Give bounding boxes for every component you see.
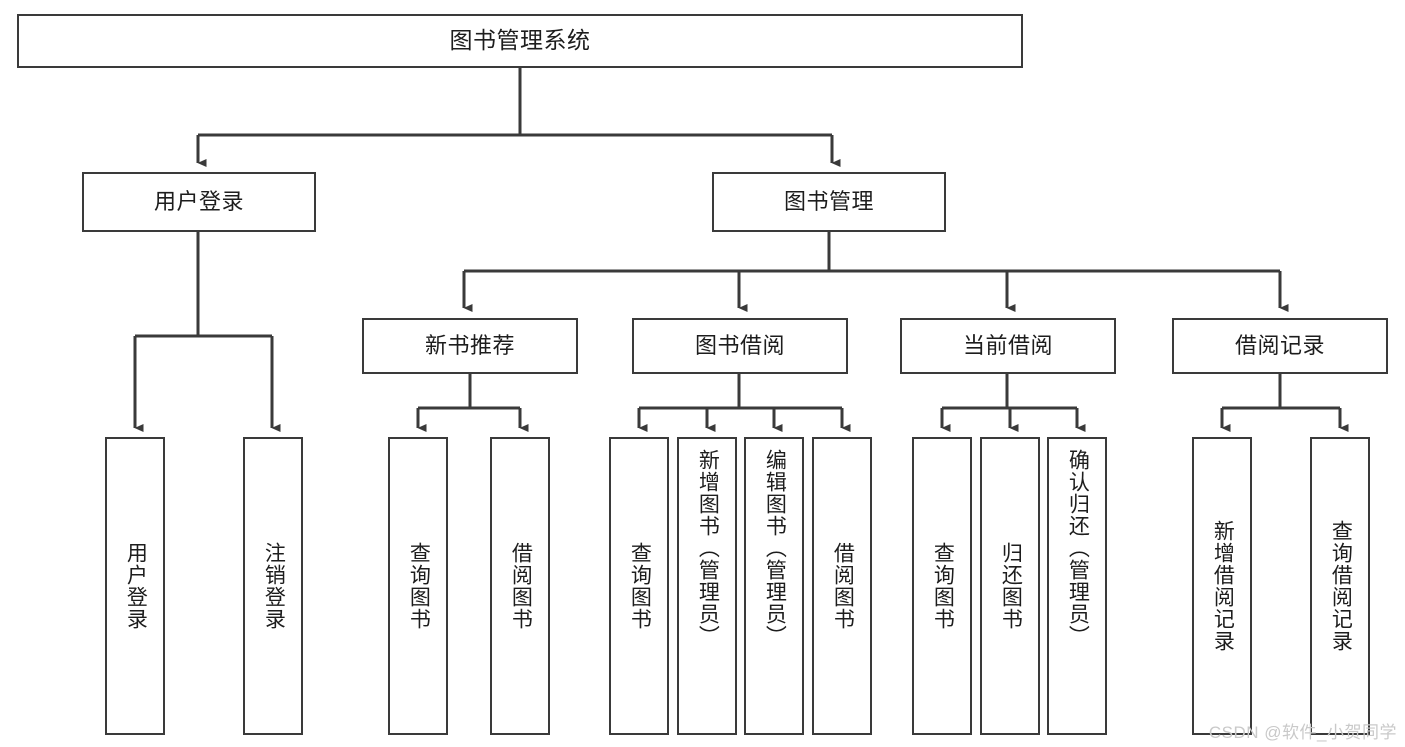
node-leaf-return-book-label: 归还图书 [999,542,1023,630]
node-book-borrow-label: 图书借阅 [694,332,785,358]
node-leaf-return-book[interactable]: 归还图书 [980,437,1040,735]
node-user-login[interactable]: 用户登录 [82,172,316,232]
node-root-label: 图书管理系统 [449,27,591,54]
node-leaf-query-book-2-label: 查询图书 [628,542,652,630]
node-leaf-edit-book-label: 编辑图书（管理员） [763,449,787,647]
node-leaf-query-book-1[interactable]: 查询图书 [388,437,448,735]
node-user-login-label: 用户登录 [153,188,244,214]
node-borrow-record[interactable]: 借阅记录 [1172,318,1388,374]
node-new-book-rec-label: 新书推荐 [424,332,515,358]
node-leaf-add-record-label: 新增借阅记录 [1211,520,1235,652]
node-new-book-rec[interactable]: 新书推荐 [362,318,578,374]
node-leaf-confirm-return[interactable]: 确认归还（管理员） [1047,437,1107,735]
node-leaf-borrow-book-2-label: 借阅图书 [831,542,855,630]
node-leaf-user-login-label: 用户登录 [124,542,148,630]
node-book-manage[interactable]: 图书管理 [712,172,946,232]
node-leaf-add-record[interactable]: 新增借阅记录 [1192,437,1252,735]
node-leaf-borrow-book-2[interactable]: 借阅图书 [812,437,872,735]
node-leaf-query-record-label: 查询借阅记录 [1329,520,1353,652]
node-book-borrow[interactable]: 图书借阅 [632,318,848,374]
node-leaf-query-book-3[interactable]: 查询图书 [912,437,972,735]
node-current-borrow[interactable]: 当前借阅 [900,318,1116,374]
node-root[interactable]: 图书管理系统 [17,14,1023,68]
node-leaf-query-book-3-label: 查询图书 [931,542,955,630]
node-leaf-edit-book[interactable]: 编辑图书（管理员） [744,437,804,735]
node-leaf-query-record[interactable]: 查询借阅记录 [1310,437,1370,735]
node-leaf-add-book-label: 新增图书（管理员） [696,449,720,647]
node-leaf-add-book[interactable]: 新增图书（管理员） [677,437,737,735]
node-leaf-borrow-book-1-label: 借阅图书 [509,542,533,630]
node-leaf-user-logout-label: 注销登录 [262,542,286,630]
node-borrow-record-label: 借阅记录 [1234,332,1325,358]
node-leaf-query-book-1-label: 查询图书 [407,542,431,630]
node-leaf-query-book-2[interactable]: 查询图书 [609,437,669,735]
node-leaf-user-login[interactable]: 用户登录 [105,437,165,735]
node-leaf-user-logout[interactable]: 注销登录 [243,437,303,735]
node-book-manage-label: 图书管理 [783,188,874,214]
csdn-watermark: CSDN @软件_小贺同学 [1208,723,1397,742]
node-current-borrow-label: 当前借阅 [962,332,1053,358]
node-leaf-confirm-return-label: 确认归还（管理员） [1066,449,1090,647]
node-leaf-borrow-book-1[interactable]: 借阅图书 [490,437,550,735]
